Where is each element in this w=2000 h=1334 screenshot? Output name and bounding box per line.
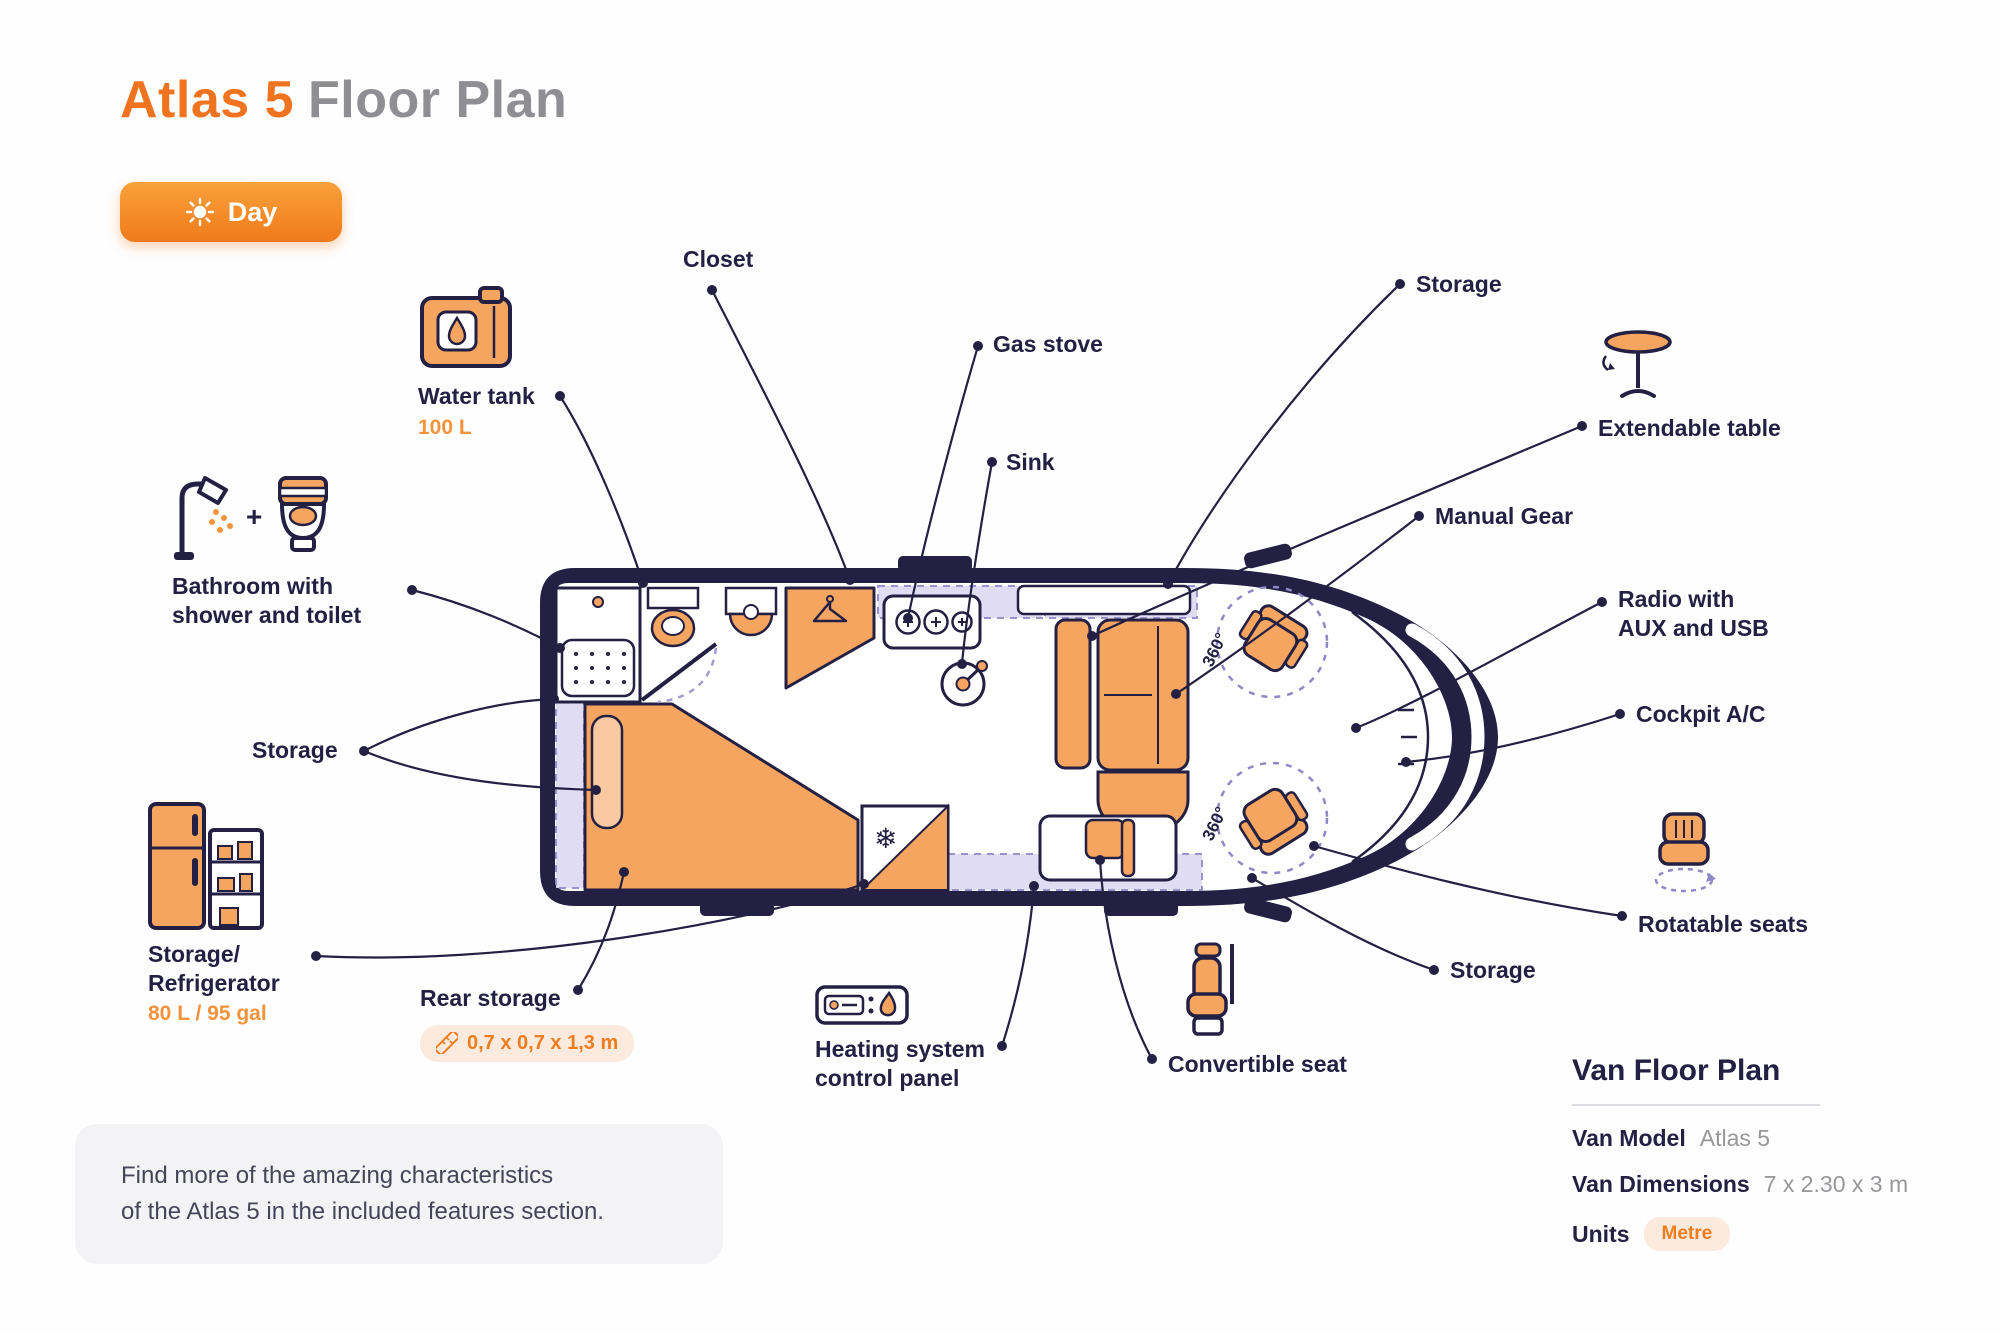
units-badge[interactable]: Metre <box>1643 1217 1731 1251</box>
callout-bathroom: + Bathroom with shower and toilet <box>172 472 361 629</box>
extendable-table-label: Extendable table <box>1598 415 1781 441</box>
callout-rear-storage: Rear storage 0,7 x 0,7 x 1,3 m <box>420 984 635 1062</box>
water-tank-value: 100 L <box>418 415 472 439</box>
rotatable-seat-icon <box>1654 812 1716 893</box>
callout-radio: Radio with AUX and USB <box>1618 585 1769 642</box>
units-label: Units <box>1572 1220 1630 1247</box>
refrigerator-icon <box>148 802 264 930</box>
van-bathroom <box>554 586 778 704</box>
info-panel-title: Van Floor Plan <box>1572 1054 1820 1106</box>
van-convertible-seat <box>1038 814 1178 882</box>
rear-storage-dimensions: 0,7 x 0,7 x 1,3 m <box>467 1031 619 1054</box>
callout-storage-refrigerator: Storage/ Refrigerator 80 L / 95 gal <box>148 796 280 1026</box>
bathroom-label: Bathroom with shower and toilet <box>172 573 362 628</box>
van-dashboard <box>1351 610 1430 864</box>
rotatable-seats-label: Rotatable seats <box>1638 911 1809 937</box>
info-panel: Van Floor Plan Van Model Atlas 5 Van Dim… <box>1572 1054 1912 1251</box>
sink-label: Sink <box>1006 449 1055 475</box>
page-title-accent: Atlas 5 <box>120 71 295 129</box>
heating-panel-icon <box>815 985 909 1025</box>
callout-gas-stove: Gas stove <box>993 330 1103 359</box>
van-mirror-top <box>1244 543 1292 569</box>
rear-storage-label: Rear storage <box>420 985 561 1011</box>
rear-storage-dimensions-pill: 0,7 x 0,7 x 1,3 m <box>420 1024 635 1062</box>
callout-storage-top: Storage <box>1416 270 1502 299</box>
storage-top-label: Storage <box>1416 271 1502 297</box>
van-kitchen <box>882 594 988 707</box>
day-toggle-label: Day <box>227 196 278 227</box>
storage-left-label: Storage <box>252 737 338 763</box>
van-bed <box>583 702 860 892</box>
van-toilet <box>646 586 700 610</box>
van-refrigerator: ❄ <box>859 803 950 892</box>
callout-storage-bottom: Storage <box>1450 956 1536 985</box>
radio-label: Radio with AUX and USB <box>1618 586 1769 641</box>
info-row-van-model: Van Model Atlas 5 <box>1572 1125 1912 1152</box>
cockpit-ac-label: Cockpit A/C <box>1636 701 1766 727</box>
ruler-icon <box>436 1032 458 1055</box>
callout-storage-left: Storage <box>252 736 338 765</box>
plus-sign: + <box>246 501 263 532</box>
extendable-table-icon <box>1602 330 1672 398</box>
convertible-seat-label: Convertible seat <box>1168 1051 1347 1077</box>
callout-extendable-table: Extendable table <box>1598 326 1781 443</box>
gas-stove-label: Gas stove <box>993 331 1103 357</box>
callout-heating: Heating system control panel <box>815 985 985 1092</box>
snowflake-icon: ❄ <box>874 823 897 854</box>
van-extendable-table <box>1054 618 1092 770</box>
callout-rotatable-seats: Rotatable seats <box>1638 812 1808 939</box>
van-seat-bottom: 360° <box>1199 761 1329 875</box>
van-closet <box>784 586 876 690</box>
info-row-units: Units Metre <box>1572 1217 1912 1251</box>
van-model-value: Atlas 5 <box>1699 1125 1771 1151</box>
leader-dots <box>311 279 1627 1064</box>
toilet-icon <box>278 476 329 552</box>
closet-label: Closet <box>683 246 754 272</box>
manual-gear-label: Manual Gear <box>1435 503 1574 529</box>
storage-refrigerator-label: Storage/ Refrigerator <box>148 941 280 996</box>
callout-sink: Sink <box>1006 448 1055 477</box>
van-mirror-bottom <box>1244 897 1292 923</box>
note-box: Find more of the amazing characteristics… <box>75 1124 723 1264</box>
storage-bottom-label: Storage <box>1450 957 1536 983</box>
van-illustration: ❄ <box>540 543 1498 923</box>
heating-label: Heating system control panel <box>815 1036 986 1091</box>
van-dimensions-value: 7 x 2.30 x 3 m <box>1763 1171 1909 1197</box>
van-windshield <box>1405 623 1485 851</box>
van-dimensions-label: Van Dimensions <box>1572 1171 1750 1197</box>
callout-convertible-seat: Convertible seat <box>1168 942 1347 1079</box>
convertible-seat-icon <box>1186 942 1234 1036</box>
van-dinette <box>1016 584 1192 836</box>
page-title-rest: Floor Plan <box>308 71 568 129</box>
sun-icon <box>185 197 214 227</box>
van-seat-top: 360° <box>1199 585 1329 699</box>
callout-manual-gear: Manual Gear <box>1435 502 1573 531</box>
water-tank-icon <box>420 286 512 368</box>
callout-closet: Closet <box>683 245 753 274</box>
callout-cockpit-ac: Cockpit A/C <box>1636 700 1766 729</box>
callout-water-tank: Water tank 100 L <box>418 284 535 440</box>
info-row-van-dimensions: Van Dimensions 7 x 2.30 x 3 m <box>1572 1171 1912 1198</box>
storage-refrigerator-value: 80 L / 95 gal <box>148 1002 267 1026</box>
shower-icon <box>174 476 233 560</box>
water-tank-label: Water tank <box>418 383 535 409</box>
day-toggle-button[interactable]: Day <box>120 182 342 242</box>
van-model-label: Van Model <box>1572 1125 1686 1151</box>
leader-lines <box>311 279 1627 1064</box>
